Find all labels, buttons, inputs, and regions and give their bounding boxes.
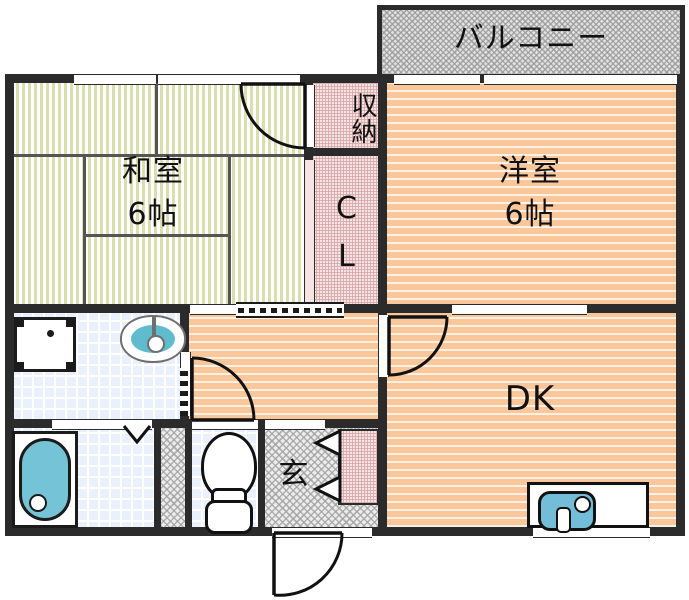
sliding-fusuma-door[interactable] [236, 302, 344, 318]
entry-swing-door[interactable] [272, 531, 344, 599]
fusuma-rail [238, 307, 342, 313]
toilet-tank [205, 500, 253, 534]
tatami-seam [228, 154, 231, 306]
toilet [196, 432, 257, 534]
room-storage [313, 82, 381, 150]
hall-swing-door[interactable] [190, 356, 258, 424]
wall-corridor-right [185, 423, 192, 536]
kitchen-counter [527, 482, 649, 533]
vanity-tap [152, 315, 156, 341]
door-hall-threshold [265, 419, 325, 430]
pan-corner [66, 320, 73, 327]
kitchen-drain [574, 496, 591, 513]
shoe-cabinet [338, 429, 379, 505]
label-genkan: 玄 [278, 457, 310, 492]
kitchen-faucet [556, 507, 571, 533]
pan-corner [66, 362, 73, 369]
wall-balcony-left [377, 5, 382, 80]
wall-balcony-top [377, 5, 685, 10]
label-washitsu: 和室 [122, 154, 184, 189]
wall-storage-closet-divider [304, 148, 387, 156]
bath-entry-chevron [122, 425, 152, 445]
window-yoshitsu-left [394, 74, 480, 85]
label-closet-line2: L [338, 239, 356, 274]
label-washitsu-size: 6帖 [127, 197, 179, 232]
bathtub [12, 431, 78, 528]
room-corridor-strip [160, 427, 188, 533]
washroom-slider[interactable] [180, 368, 188, 416]
wall-closet-right [378, 78, 387, 310]
label-storage: 収納 [347, 92, 377, 144]
vanity-sink [120, 315, 186, 363]
pan-corner [17, 320, 24, 327]
pan-corner [17, 362, 24, 369]
label-yoshitsu: 洋室 [499, 154, 561, 189]
opening-washitsu-hall [190, 304, 236, 315]
tatami-seam [10, 154, 308, 157]
label-dk: DK [504, 379, 556, 419]
label-yoshitsu-size: 6帖 [504, 197, 556, 232]
room-closet [313, 156, 381, 306]
storage-swing-door[interactable] [239, 82, 309, 152]
room-hallway [189, 313, 379, 421]
tatami-seam [83, 234, 231, 237]
wall-bath-right [154, 423, 161, 536]
tatami-seam [155, 82, 158, 154]
vanity-knob [147, 335, 165, 353]
window-yoshitsu-right [484, 74, 677, 85]
tatami-seam [83, 154, 86, 306]
label-balcony: バルコニー [453, 21, 609, 56]
window-washitsu-right [158, 74, 300, 85]
washing-machine-pan [14, 317, 76, 372]
label-closet-line1: C [336, 191, 358, 226]
room-washitsu [10, 82, 308, 306]
window-bath-top [52, 419, 150, 430]
door-jamb-closet [304, 160, 315, 302]
room-yoshitsu [387, 82, 681, 306]
shoe-cabinet-doors[interactable] [312, 428, 342, 505]
pan-drain [47, 330, 54, 337]
wall-toilet-right [258, 423, 265, 536]
bathtub-drain [29, 494, 47, 512]
window-yoshitsu-bottom [452, 304, 587, 315]
dk-swing-door[interactable] [387, 315, 451, 379]
wall-balcony-right [680, 5, 685, 80]
window-washitsu-left [74, 74, 156, 85]
room-balcony [381, 8, 681, 76]
